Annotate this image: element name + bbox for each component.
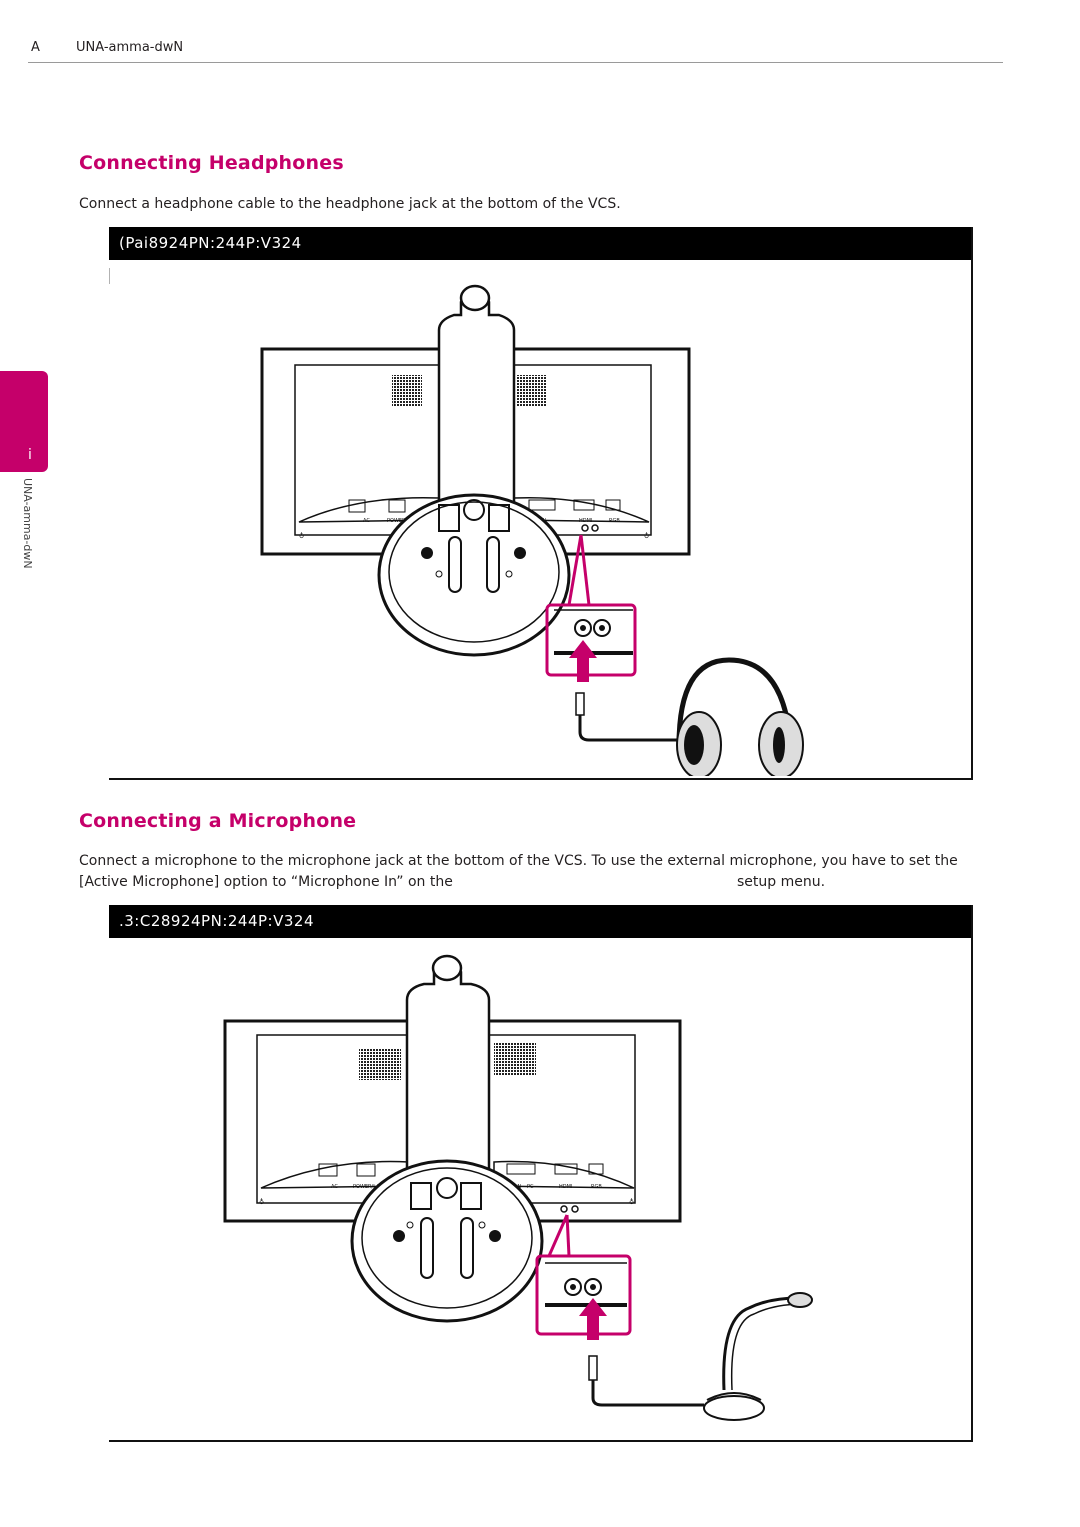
svg-text:PC: PC	[527, 1184, 534, 1190]
section-title-microphone: Connecting a Microphone	[79, 810, 357, 832]
jack-closeup	[554, 609, 633, 655]
svg-text:RGB: RGB	[591, 1184, 602, 1190]
stand-base	[377, 493, 571, 657]
svg-text:AC: AC	[363, 518, 370, 524]
headphones-illustration	[676, 657, 804, 776]
chapter-side-label: UNA-amma-dwN	[21, 478, 34, 569]
section-body-microphone-line1: Connect a microphone to the microphone j…	[79, 853, 958, 869]
section-body-microphone-line2b: setup menu.	[737, 874, 826, 890]
jack-callout	[545, 534, 637, 677]
header-rule	[28, 62, 1003, 63]
insert-arrow	[569, 640, 597, 682]
svg-text:POWER/LAN: POWER/LAN	[353, 1184, 384, 1190]
svg-text:♁: ♁	[644, 532, 649, 540]
svg-text:HDMI: HDMI	[559, 1184, 572, 1190]
chapter-side-tab: i	[0, 371, 48, 472]
insert-arrow	[579, 1298, 607, 1340]
svg-text:♁: ♁	[299, 532, 304, 540]
chapter-number: i	[28, 447, 32, 463]
svg-text:RGB: RGB	[609, 518, 620, 524]
stand-base	[350, 1159, 544, 1323]
jack-closeup	[545, 1262, 627, 1307]
figure-caption-bar: (Pai8924PN:244P:V324	[109, 227, 971, 260]
section-body-microphone-line2a: [Active Microphone] option to “Microphon…	[79, 874, 453, 890]
section-title-headphones: Connecting Headphones	[79, 152, 344, 174]
section-body-headphones: Connect a headphone cable to the headpho…	[79, 196, 621, 212]
headphones-diagram: AC POWER/LAN LAN HDMI RGB	[109, 268, 804, 776]
microphone-illustration	[703, 1292, 813, 1421]
page-marker: A	[31, 40, 40, 55]
svg-text:♁: ♁	[629, 1198, 634, 1206]
svg-text:♁: ♁	[259, 1198, 264, 1206]
running-header-title: UNA-amma-dwN	[76, 40, 184, 55]
figure-microphone: .3:C28924PN:244P:V324 AC POWER/LAN LAN P…	[109, 905, 973, 1442]
figure-caption-bar: .3:C28924PN:244P:V324	[109, 905, 971, 938]
svg-text:AC: AC	[331, 1184, 338, 1190]
microphone-diagram: AC POWER/LAN LAN PC HDMI RGB	[223, 954, 813, 1421]
figure-headphones: (Pai8924PN:244P:V324 AC POWER/LAN L	[109, 227, 973, 780]
jack-callout	[535, 1214, 632, 1336]
svg-text:HDMI: HDMI	[579, 518, 592, 524]
